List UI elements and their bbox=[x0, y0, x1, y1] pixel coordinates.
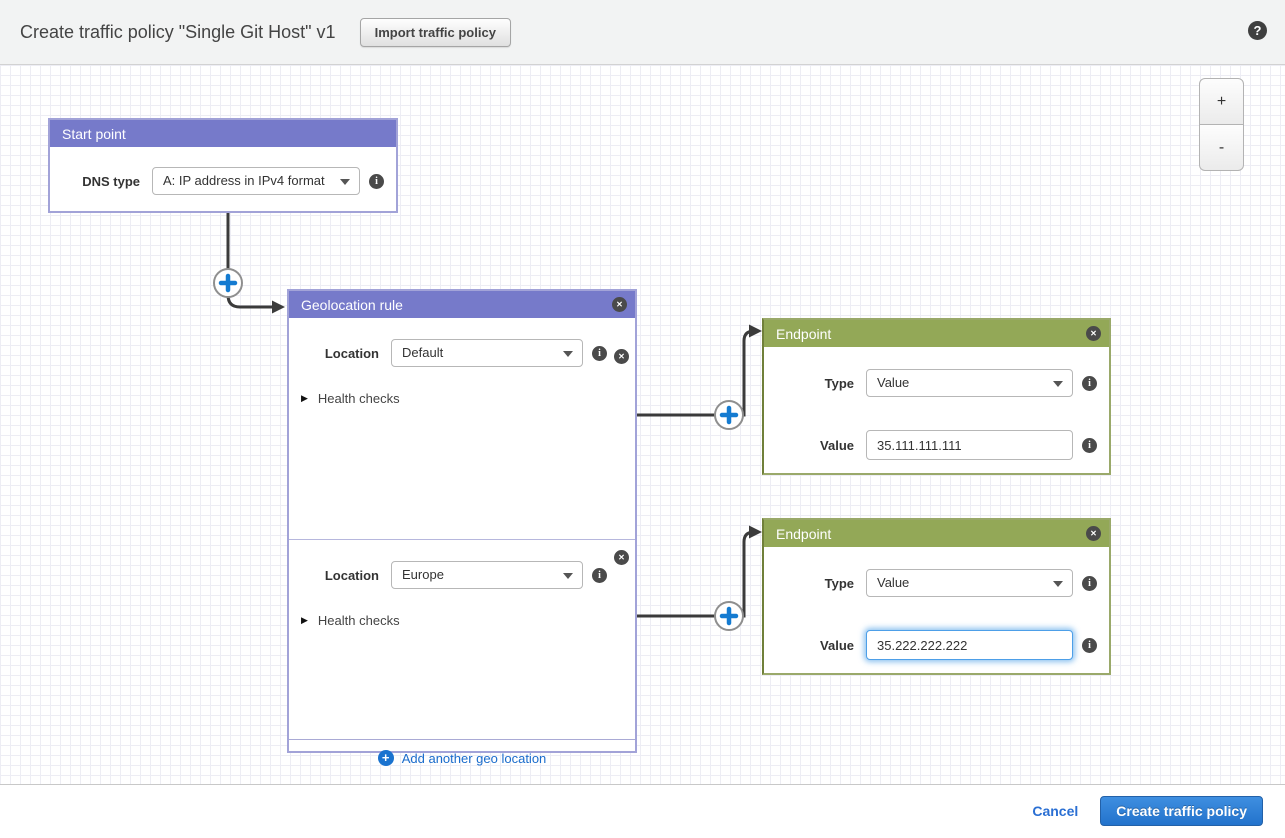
arrowhead bbox=[749, 525, 762, 539]
start-point-title: Start point bbox=[62, 125, 126, 142]
info-icon[interactable]: i bbox=[1082, 437, 1097, 453]
endpoint-title: Endpoint bbox=[776, 325, 832, 342]
endpoint-value-input-focused[interactable] bbox=[866, 630, 1073, 660]
value-label: Value bbox=[820, 437, 854, 453]
endpoint-node-1: Endpoint ✕ Type Value i Value i bbox=[762, 318, 1111, 475]
close-icon[interactable]: ✕ bbox=[614, 349, 629, 364]
geolocation-rule-header: Geolocation rule ✕ bbox=[289, 291, 635, 318]
create-traffic-policy-button[interactable]: Create traffic policy bbox=[1100, 796, 1263, 826]
arrowhead bbox=[272, 300, 285, 314]
endpoint-type-select[interactable]: Value bbox=[866, 569, 1073, 597]
zoom-controls: + - bbox=[1199, 78, 1244, 171]
geolocation-rule-node: Geolocation rule ✕ ✕ Location Default i … bbox=[287, 289, 637, 766]
policy-canvas: + - Start point DNS type A: IP address i… bbox=[0, 65, 1285, 785]
endpoint-value-row: Value i bbox=[764, 430, 1109, 460]
location-row: Location Europe i bbox=[289, 561, 635, 589]
top-bar: Create traffic policy "Single Git Host" … bbox=[0, 0, 1285, 65]
endpoint-title: Endpoint bbox=[776, 525, 832, 542]
add-geo-location-button[interactable]: + Add another geo location bbox=[289, 739, 635, 776]
location-row: Location Default i bbox=[289, 339, 635, 367]
expander-arrow-icon: ▶ bbox=[301, 615, 308, 625]
geo-rule-section-europe: ✕ Location Europe i ▶ Health checks bbox=[289, 539, 635, 739]
location-label: Location bbox=[324, 567, 379, 583]
close-icon[interactable]: ✕ bbox=[1086, 526, 1101, 541]
add-geo-location-label: Add another geo location bbox=[401, 750, 547, 766]
type-label: Type bbox=[824, 575, 854, 591]
info-icon[interactable]: i bbox=[592, 345, 607, 361]
action-bar: Cancel Create traffic policy bbox=[0, 785, 1285, 837]
expander-arrow-icon: ▶ bbox=[301, 393, 308, 403]
start-point-header: Start point bbox=[50, 120, 396, 147]
endpoint-type-select[interactable]: Value bbox=[866, 369, 1073, 397]
add-rule-connector-button[interactable] bbox=[213, 268, 243, 298]
geolocation-rule-title: Geolocation rule bbox=[301, 296, 403, 313]
info-icon[interactable]: i bbox=[1082, 637, 1097, 653]
close-icon[interactable]: ✕ bbox=[612, 297, 627, 312]
endpoint-node-2: Endpoint ✕ Type Value i Value i bbox=[762, 518, 1111, 675]
location-label: Location bbox=[324, 345, 379, 361]
help-icon[interactable]: ? bbox=[1248, 21, 1267, 40]
close-icon[interactable]: ✕ bbox=[614, 550, 629, 565]
health-checks-label: Health checks bbox=[317, 391, 400, 406]
zoom-in-button[interactable]: + bbox=[1199, 78, 1244, 125]
dns-type-row: DNS type A: IP address in IPv4 format i bbox=[50, 167, 396, 195]
info-icon[interactable]: i bbox=[369, 173, 384, 189]
connector-lines bbox=[213, 213, 762, 631]
type-label: Type bbox=[824, 375, 854, 391]
info-icon[interactable]: i bbox=[1082, 375, 1097, 391]
zoom-out-button[interactable]: - bbox=[1199, 124, 1244, 171]
info-icon[interactable]: i bbox=[1082, 575, 1097, 591]
plus-circle-icon: + bbox=[377, 750, 394, 766]
add-endpoint-connector-button-1[interactable] bbox=[714, 400, 744, 430]
endpoint-value-input[interactable] bbox=[866, 430, 1073, 460]
import-traffic-policy-button[interactable]: Import traffic policy bbox=[359, 17, 511, 47]
info-icon[interactable]: i bbox=[592, 567, 607, 583]
endpoint-header: Endpoint ✕ bbox=[764, 320, 1109, 347]
endpoint-type-row: Type Value i bbox=[764, 369, 1109, 397]
health-checks-expander[interactable]: ▶ Health checks bbox=[301, 391, 635, 406]
endpoint-value-row: Value i bbox=[764, 630, 1109, 660]
dns-type-select[interactable]: A: IP address in IPv4 format bbox=[152, 167, 360, 195]
endpoint-header: Endpoint ✕ bbox=[764, 520, 1109, 547]
location-select[interactable]: Default bbox=[391, 339, 583, 367]
close-icon[interactable]: ✕ bbox=[1086, 326, 1101, 341]
location-select[interactable]: Europe bbox=[391, 561, 583, 589]
arrowhead bbox=[749, 324, 762, 338]
endpoint-type-row: Type Value i bbox=[764, 569, 1109, 597]
start-point-node: Start point DNS type A: IP address in IP… bbox=[48, 118, 398, 213]
geo-rule-section-default: ✕ Location Default i ▶ Health checks bbox=[289, 339, 635, 539]
value-label: Value bbox=[820, 637, 854, 653]
health-checks-expander[interactable]: ▶ Health checks bbox=[301, 613, 635, 628]
health-checks-label: Health checks bbox=[317, 613, 400, 628]
cancel-button[interactable]: Cancel bbox=[1032, 803, 1079, 819]
add-endpoint-connector-button-2[interactable] bbox=[714, 601, 744, 631]
dns-type-label: DNS type bbox=[82, 173, 140, 189]
page-title: Create traffic policy "Single Git Host" … bbox=[20, 21, 336, 42]
